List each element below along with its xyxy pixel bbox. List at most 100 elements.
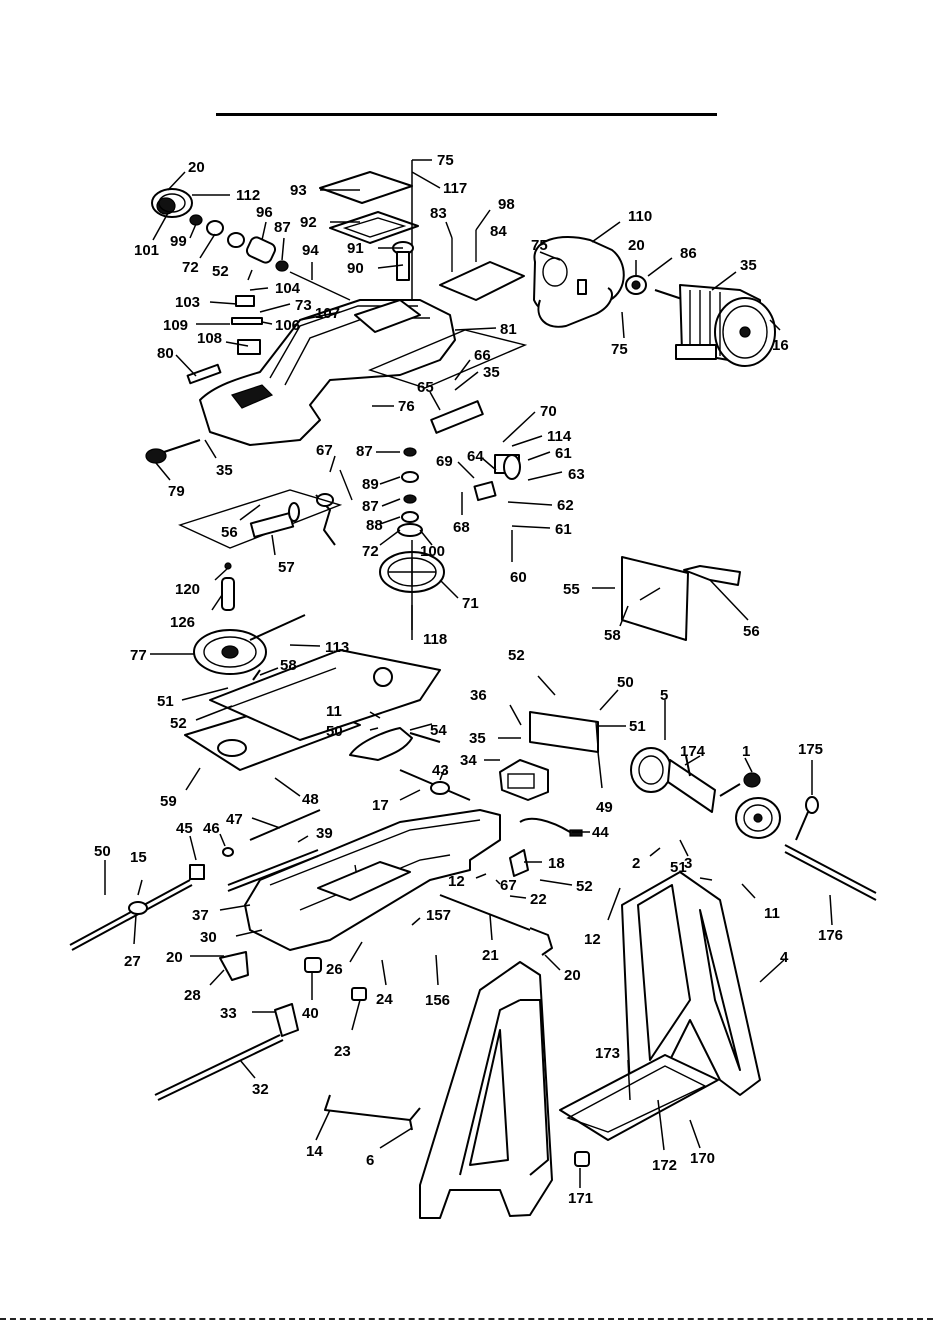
callout-58-b: 58 (604, 627, 621, 644)
callout-45: 45 (176, 820, 193, 837)
callout-43: 43 (432, 762, 449, 779)
callout-47: 47 (226, 811, 243, 828)
callout-68: 68 (453, 519, 470, 536)
callout-157: 157 (426, 907, 451, 924)
callout-172: 172 (652, 1157, 677, 1174)
callout-76: 76 (398, 398, 415, 415)
callout-70: 70 (540, 403, 557, 420)
callout-20-a: 20 (188, 159, 205, 176)
callout-44: 44 (592, 824, 609, 841)
callout-14: 14 (306, 1143, 323, 1160)
callout-73: 73 (295, 297, 312, 314)
motor-drawing (654, 284, 776, 367)
callout-64: 64 (467, 448, 484, 465)
callout-66: 66 (474, 347, 491, 364)
callout-60: 60 (510, 569, 527, 586)
callout-80: 80 (157, 345, 174, 362)
callout-15: 15 (130, 849, 147, 866)
callout-91: 91 (347, 240, 364, 257)
callout-88: 88 (366, 517, 383, 534)
callout-35-c: 35 (216, 462, 233, 479)
callout-30: 30 (200, 929, 217, 946)
callout-92: 92 (300, 214, 317, 231)
callout-12-b: 12 (584, 931, 601, 948)
vise-assembly-drawing (630, 747, 781, 839)
callout-107: 107 (315, 305, 340, 322)
callout-75-b: 75 (531, 237, 548, 254)
callout-50-b: 50 (326, 723, 343, 740)
callout-170: 170 (690, 1150, 715, 1167)
callout-104: 104 (275, 280, 301, 297)
callout-173: 173 (595, 1045, 620, 1062)
callout-39: 39 (316, 825, 333, 842)
callout-90: 90 (347, 260, 364, 277)
callout-81: 81 (500, 321, 517, 338)
bottom-edge-rule (0, 1318, 933, 1322)
saw-frame-drawing (186, 295, 456, 446)
parts-artwork (69, 160, 877, 1219)
callout-106: 106 (275, 317, 300, 334)
callout-56-a: 56 (221, 524, 238, 541)
callout-171: 171 (568, 1190, 593, 1207)
callout-1: 1 (742, 743, 750, 760)
handwheel-77-drawing (193, 614, 306, 675)
callout-89: 89 (362, 476, 379, 493)
handwheel-71-drawing (379, 540, 445, 640)
callout-labels: 20 112 101 99 72 96 87 94 90 91 92 93 11… (94, 152, 843, 1207)
callout-27: 27 (124, 953, 141, 970)
saw-base-drawing (244, 809, 501, 951)
callout-20-c: 20 (166, 949, 183, 966)
callout-52-a: 52 (212, 263, 229, 280)
callout-51-c: 51 (670, 859, 687, 876)
callout-24: 24 (376, 991, 393, 1008)
callout-75-c: 75 (611, 341, 628, 358)
callout-4: 4 (780, 949, 789, 966)
callout-86: 86 (680, 245, 697, 262)
callout-6: 6 (366, 1152, 374, 1169)
callout-101: 101 (134, 242, 159, 259)
callout-96: 96 (256, 204, 273, 221)
callout-67-a: 67 (316, 442, 333, 459)
callout-72-b: 72 (362, 543, 379, 560)
callout-110: 110 (628, 208, 652, 225)
callout-176: 176 (818, 927, 843, 944)
callout-58-a: 58 (280, 657, 297, 674)
callout-103: 103 (175, 294, 200, 311)
callout-156: 156 (425, 992, 450, 1009)
callout-49: 49 (596, 799, 613, 816)
callout-87-a: 87 (274, 219, 291, 236)
callout-5: 5 (660, 687, 668, 704)
callout-118: 118 (423, 631, 447, 648)
callout-71: 71 (462, 595, 479, 612)
callout-109: 109 (163, 317, 188, 334)
callout-69: 69 (436, 453, 453, 470)
callout-20-d: 20 (564, 967, 581, 984)
callout-61-a: 61 (555, 445, 572, 462)
motor-pulley-top-left (151, 188, 193, 218)
callout-120: 120 (175, 581, 200, 598)
callout-99: 99 (170, 233, 187, 250)
callout-3: 3 (684, 855, 692, 872)
callout-52-b: 52 (170, 715, 187, 732)
callout-108: 108 (197, 330, 222, 347)
callout-22: 22 (530, 891, 547, 908)
callout-52-c: 52 (508, 647, 525, 664)
callout-114: 114 (547, 428, 572, 445)
callout-87-c: 87 (362, 498, 379, 515)
callout-11-a: 11 (326, 703, 342, 720)
callout-67-b: 67 (500, 877, 517, 894)
callout-72-a: 72 (182, 259, 199, 276)
callout-83: 83 (430, 205, 447, 222)
callout-94: 94 (302, 242, 319, 259)
callout-17: 17 (372, 797, 389, 814)
callout-20-b: 20 (628, 237, 645, 254)
callout-46: 46 (203, 820, 220, 837)
callout-16: 16 (772, 337, 789, 354)
callout-174: 174 (680, 743, 706, 760)
callout-12-a: 12 (448, 873, 465, 890)
callout-75-a: 75 (437, 152, 454, 169)
callout-50-a: 50 (617, 674, 634, 691)
callout-63: 63 (568, 466, 585, 483)
callout-113: 113 (325, 639, 349, 656)
